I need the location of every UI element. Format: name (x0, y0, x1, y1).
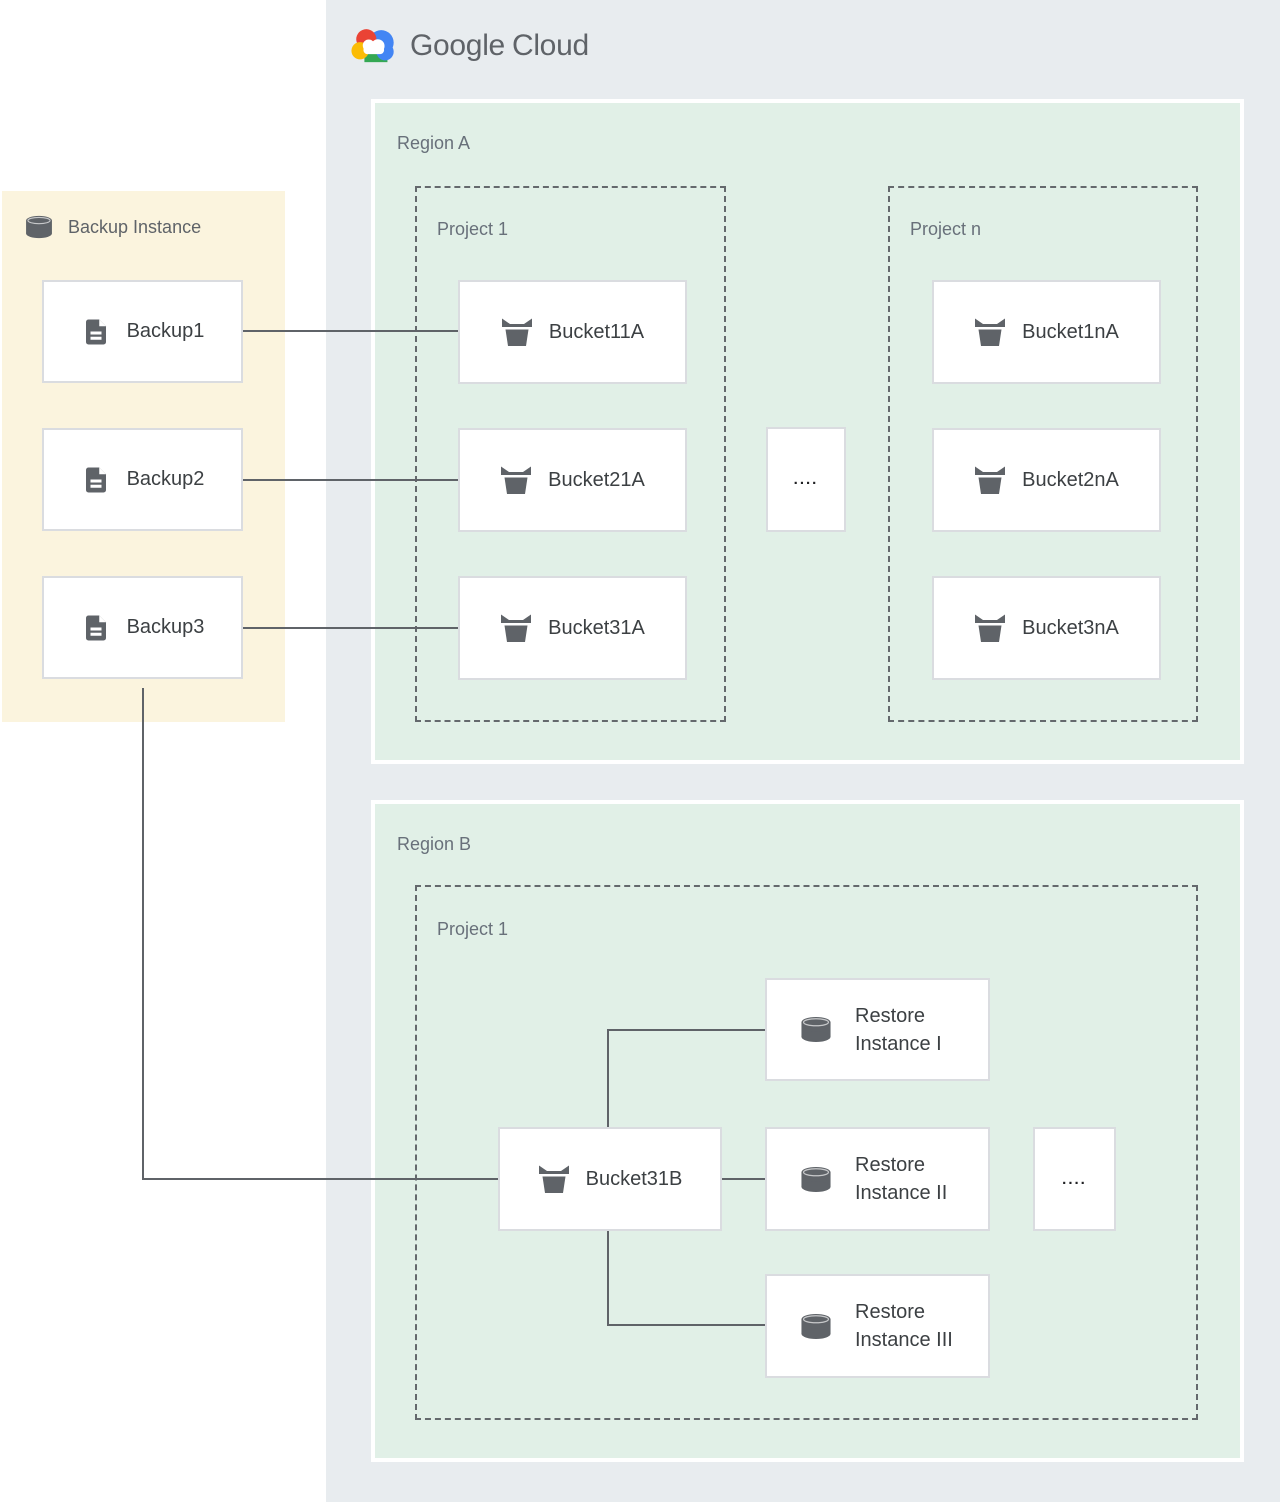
region-b-project-1: Project 1 Restore Instance I Bucket31B R… (415, 885, 1198, 1420)
region-a-project-1: Project 1 Bucket11A Bucket21A Bucket31A (415, 186, 726, 722)
document-icon (81, 613, 111, 643)
node-bucket1na: Bucket1nA (932, 280, 1161, 384)
node-label: Restore Instance II (855, 1154, 948, 1204)
node-bucket31b: Bucket31B (498, 1127, 722, 1231)
node-bucket3na: Bucket3nA (932, 576, 1161, 680)
document-icon (81, 317, 111, 347)
node-backup1: Backup1 (42, 280, 243, 383)
connector-backup3-bucket31b (142, 1178, 498, 1180)
backup-panel-header: Backup Instance (22, 215, 201, 239)
project-1b-label: Project 1 (437, 919, 509, 939)
region-b-label: Region B (397, 834, 472, 854)
node-label: Backup3 (126, 616, 205, 638)
node-label: Backup1 (126, 320, 205, 342)
backup-instance-panel: Backup Instance Backup1 Backup2 Backup3 (2, 191, 285, 722)
backup-panel-title: Backup Instance (68, 216, 202, 237)
project-n-label: Project n (910, 219, 982, 239)
connector-bucket31b-up (607, 1029, 609, 1127)
bucket-icon (538, 1164, 570, 1194)
node-backup2: Backup2 (42, 428, 243, 531)
ellipsis-label: .... (1062, 1170, 1087, 1188)
region-a-project-n: Project n Bucket1nA Bucket2nA Bucket3nA (888, 186, 1198, 722)
connector-backup3-down (142, 688, 144, 1180)
google-cloud-icon (350, 26, 398, 65)
connector-backup2-bucket21a (243, 479, 458, 481)
logo-word-cloud: Cloud (511, 28, 589, 62)
region-a: Region A Project 1 Bucket11A Bucket21A B… (371, 99, 1244, 764)
node-label: Restore Instance III (855, 1301, 953, 1351)
connector-backup3-bucket31a (243, 627, 458, 629)
node-bucket2na: Bucket2nA (932, 428, 1161, 532)
bucket-icon (500, 613, 532, 643)
project-1a-label: Project 1 (437, 219, 509, 239)
bucket-icon (974, 317, 1006, 347)
database-icon (797, 1016, 835, 1043)
bucket-icon (500, 465, 532, 495)
bucket-icon (974, 465, 1006, 495)
connector-bucket31b-down (607, 1231, 609, 1326)
node-label: Bucket21A (548, 468, 645, 491)
connector-bucket31b-restore2 (722, 1178, 765, 1180)
node-backup3: Backup3 (42, 576, 243, 679)
node-label: Bucket3nA (1022, 616, 1119, 639)
node-restore-instance-2: Restore Instance II (765, 1127, 990, 1231)
node-label: Bucket1nA (1022, 320, 1119, 343)
bucket-icon (974, 613, 1006, 643)
node-label: Bucket31B (585, 1167, 683, 1190)
connector-bucket31b-restore1 (607, 1029, 765, 1031)
connector-bucket31b-restore3 (607, 1324, 765, 1326)
node-restore-instance-3: Restore Instance III (765, 1274, 990, 1378)
database-icon (797, 1313, 835, 1340)
region-b: Region B Project 1 Restore Instance I Bu… (371, 800, 1244, 1462)
node-label: Bucket2nA (1022, 468, 1119, 491)
connector-backup1-bucket11a (243, 330, 458, 332)
node-ellipsis-region-a: .... (766, 427, 846, 532)
node-bucket31a: Bucket31A (458, 576, 687, 680)
node-bucket11a: Bucket11A (458, 280, 687, 384)
node-restore-instance-1: Restore Instance I (765, 978, 990, 1081)
node-ellipsis-region-b: .... (1033, 1127, 1116, 1231)
node-label: Backup2 (126, 468, 205, 490)
region-a-label: Region A (397, 133, 471, 153)
node-label: Bucket31A (548, 616, 645, 639)
database-icon (797, 1166, 835, 1193)
document-icon (81, 465, 111, 495)
node-bucket21a: Bucket21A (458, 428, 687, 532)
bucket-icon (501, 317, 533, 347)
database-icon (22, 215, 56, 239)
node-label: Bucket11A (548, 320, 645, 343)
logo-word-google: Google (410, 28, 505, 62)
ellipsis-label: .... (793, 471, 819, 488)
node-label: Restore Instance I (855, 1004, 942, 1055)
